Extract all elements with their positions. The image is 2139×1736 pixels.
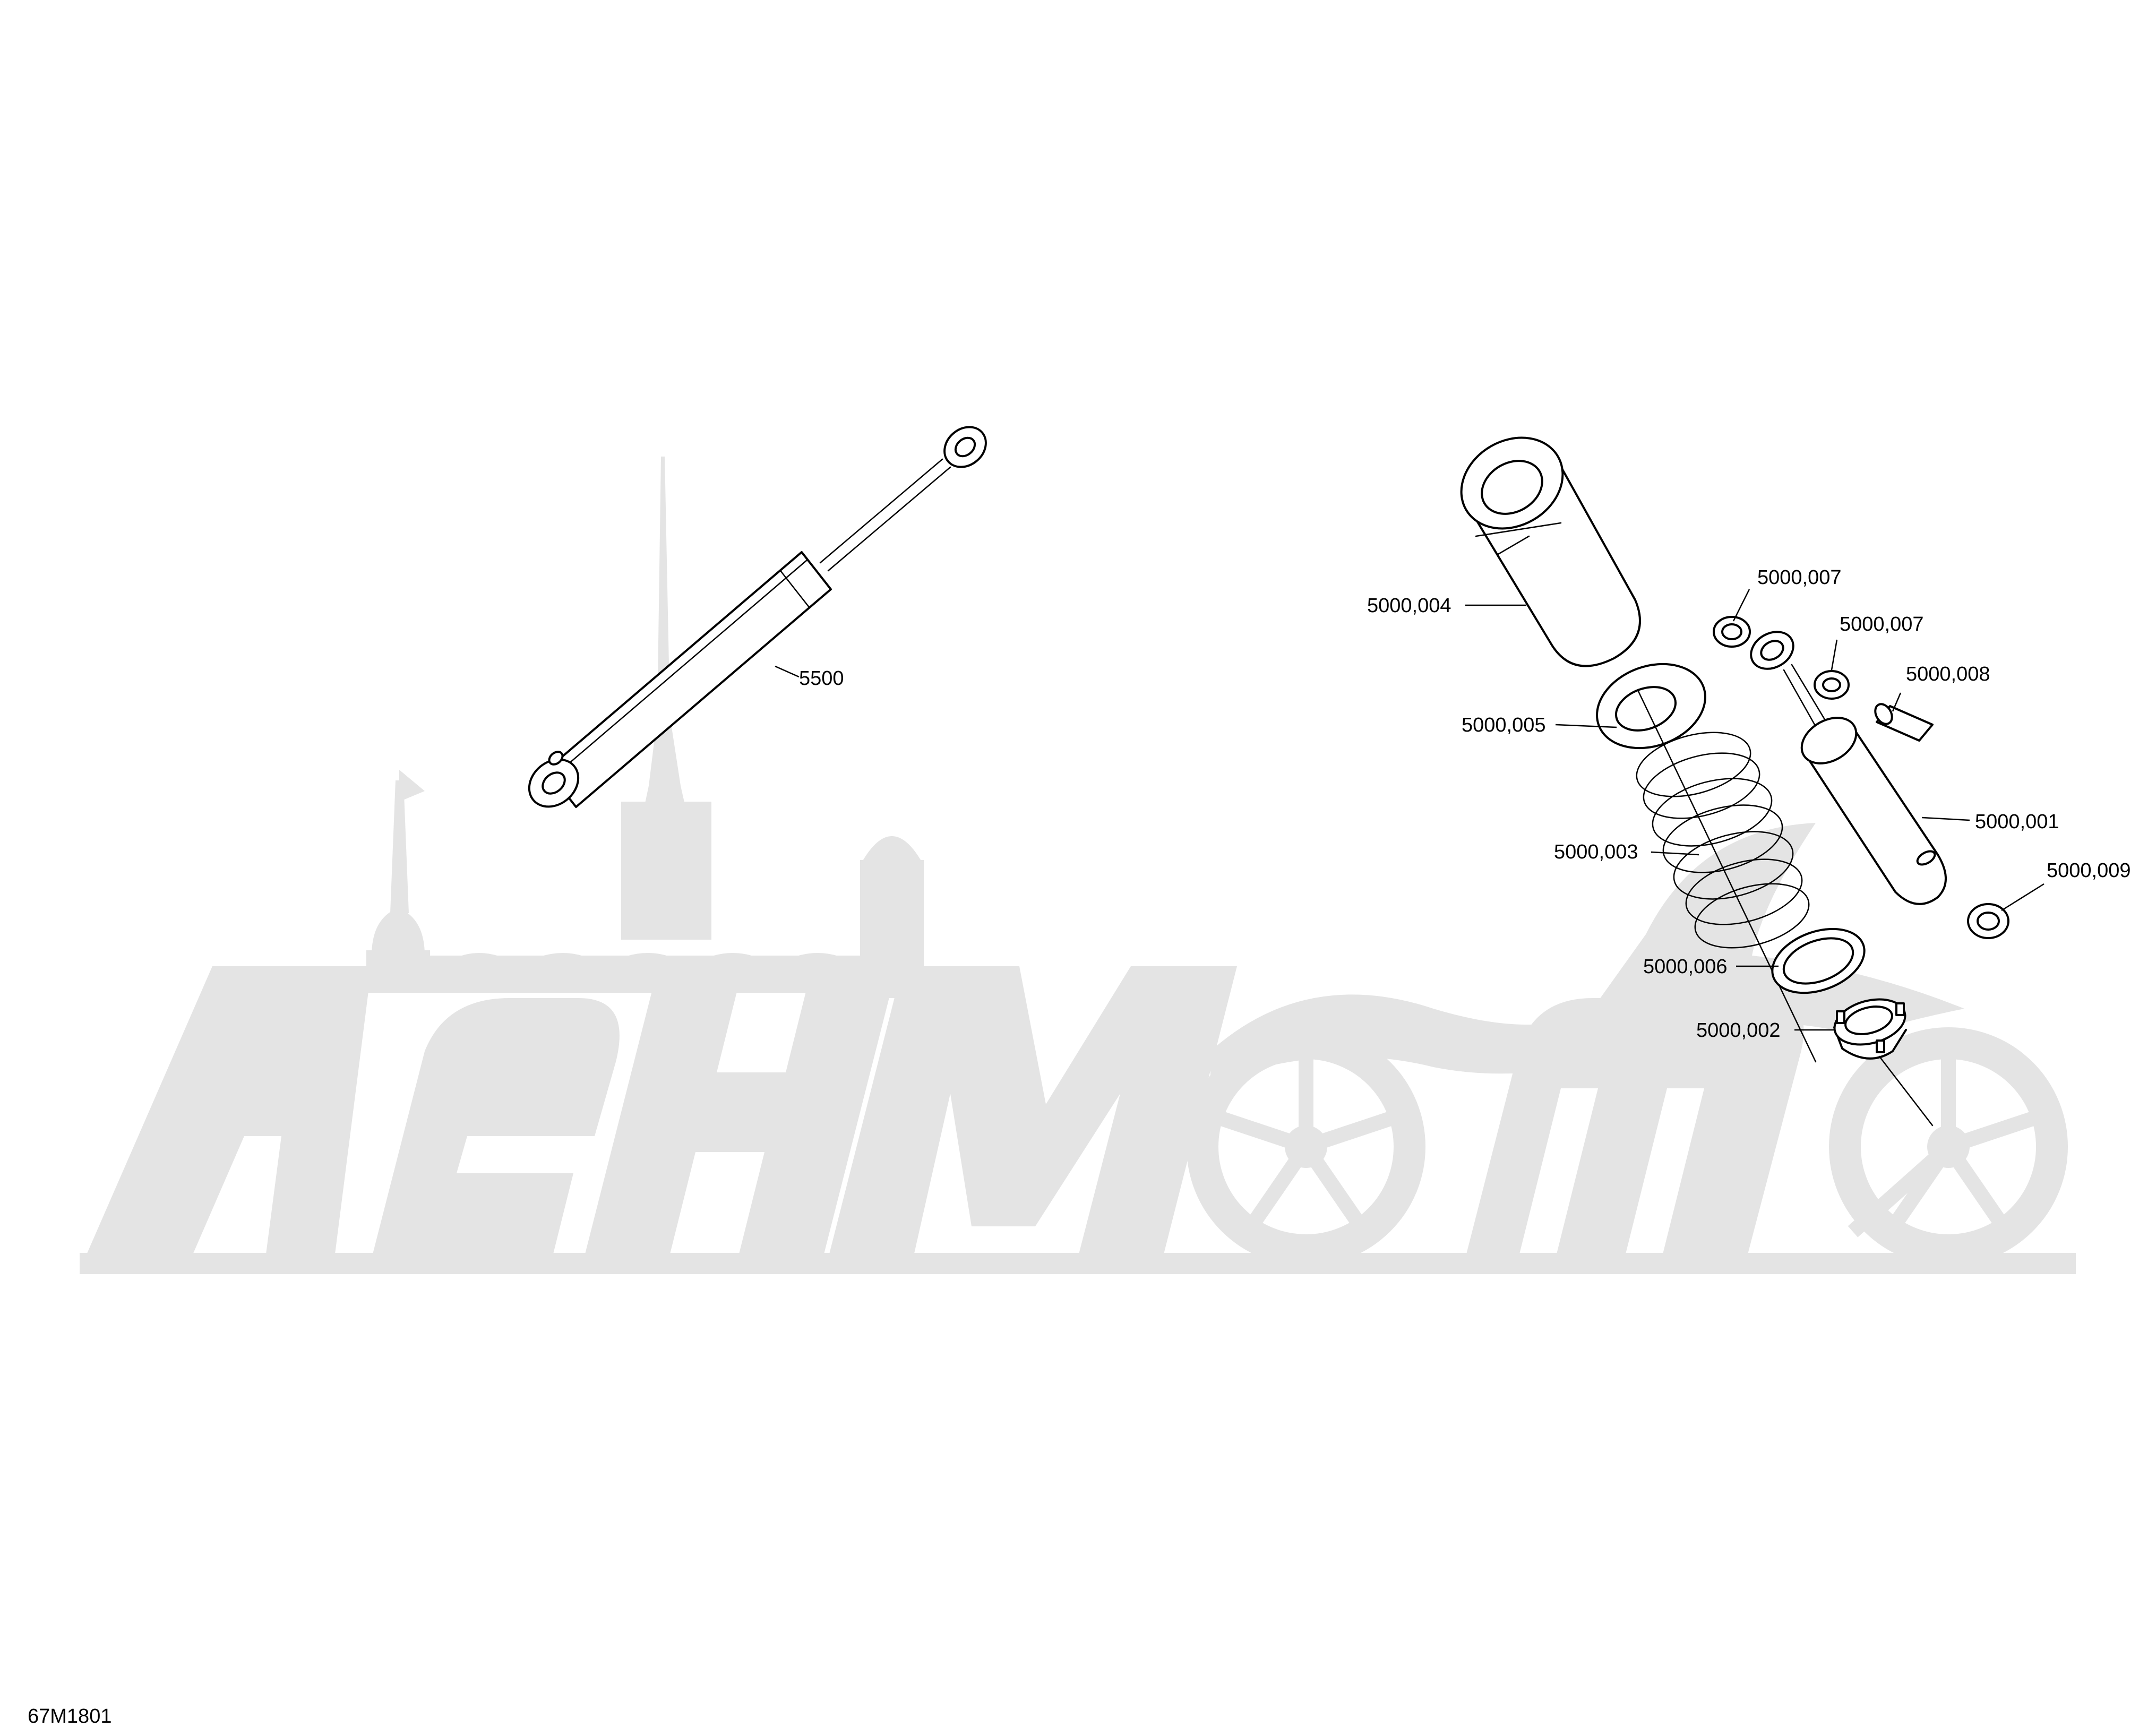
- callout-5500: 5500: [799, 667, 844, 690]
- callout-5000-002: 5000,002: [1696, 1019, 1781, 1042]
- leader-lines: [775, 589, 2044, 1031]
- callout-5000-007-b: 5000,007: [1840, 613, 1924, 635]
- coil-spring-5000-003: [1636, 689, 1817, 1063]
- logo-wheel-graphic: [1187, 823, 2068, 1266]
- bushing-5000-009: [1967, 903, 2009, 939]
- bushing-5000-007-b: [1814, 670, 1850, 700]
- sleeve-5000-008: [1874, 703, 1934, 742]
- callout-5000-009: 5000,009: [2047, 860, 2131, 882]
- bushing-5000-007-a: [1713, 616, 1751, 648]
- shock-boot-5000-004: [1460, 436, 1641, 667]
- watermark-logo: [80, 457, 2076, 1274]
- callout-5000-006: 5000,006: [1643, 956, 1728, 978]
- adjuster-nut-5000-002: [1833, 998, 1934, 1127]
- callout-5000-004: 5000,004: [1367, 595, 1451, 617]
- gas-strut-5500: [528, 426, 987, 808]
- callout-5000-003: 5000,003: [1554, 841, 1638, 863]
- callout-5000-008: 5000,008: [1906, 663, 1990, 685]
- callout-5000-007-a: 5000,007: [1757, 566, 1842, 589]
- spring-seat-5000-005: [1596, 663, 1706, 750]
- drawing-code: 67M1801: [28, 1705, 111, 1728]
- shock-absorber-5000-001: [1750, 631, 1947, 905]
- callout-5000-001: 5000,001: [1975, 811, 2059, 833]
- callout-labels: 5500 5000,004 5000,005 5000,003 5000,006…: [799, 566, 2131, 1042]
- callout-5000-005: 5000,005: [1462, 714, 1546, 736]
- spring-washer-5000-006: [1771, 927, 1866, 994]
- logo-letter-blocks-graphic: [80, 966, 2076, 1274]
